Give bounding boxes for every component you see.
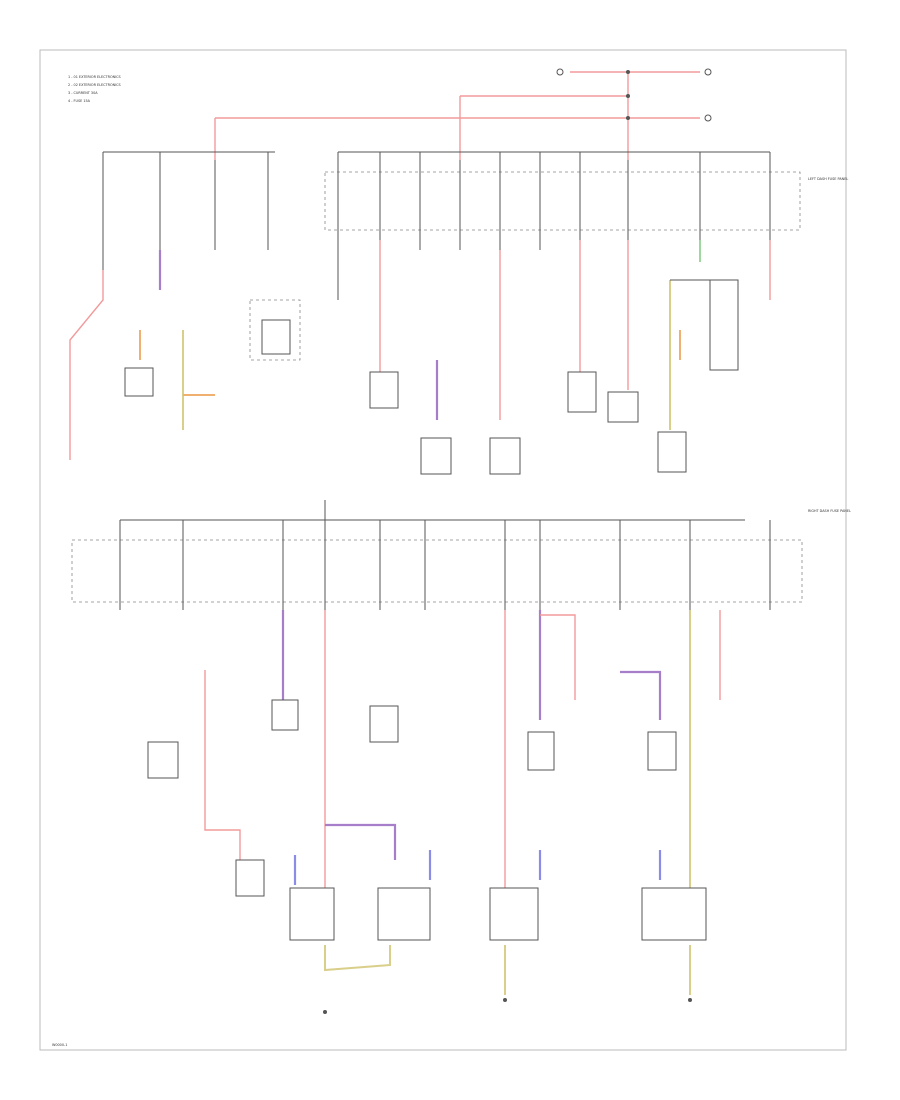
legend-item: 4 - FUSE 15A xyxy=(68,99,91,103)
right-dash-fuse-panel xyxy=(71,539,803,603)
relay-3 xyxy=(489,887,539,941)
diagram-frame xyxy=(39,49,847,1051)
top-components xyxy=(124,279,739,475)
left-dash-fuse-panel xyxy=(324,171,801,231)
relay-4 xyxy=(641,887,707,941)
legend-item: 1 - 01 EXTERIOR ELECTRONICS xyxy=(68,75,121,79)
bottom-fuse-verticals xyxy=(119,500,771,610)
legend-item: 2 - 02 EXTERIOR ELECTRONICS xyxy=(68,83,121,87)
top-supply-wiring xyxy=(214,68,712,160)
legend-item: 3 - CURRENT 30A xyxy=(68,91,98,95)
fuse-panel-bottom-label: RIGHT DASH FUSE PANEL xyxy=(808,509,851,513)
fuse-panel-top-label: LEFT DASH FUSE PANEL xyxy=(808,177,848,181)
legend: 1 - 01 EXTERIOR ELECTRONICS 2 - 02 EXTER… xyxy=(68,75,121,103)
top-fuse-verticals xyxy=(102,152,771,300)
top-section-wires xyxy=(69,240,771,460)
bottom-section-wires xyxy=(204,610,721,995)
bottom-components xyxy=(147,699,707,1014)
relay-1 xyxy=(289,887,335,941)
relay-2 xyxy=(377,887,431,941)
bottom-left-code: W0000-1 xyxy=(52,1043,67,1047)
